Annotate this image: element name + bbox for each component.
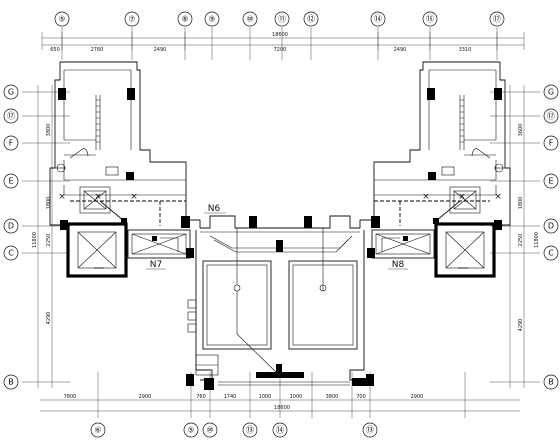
wire-mark-left-c: ×: [130, 192, 138, 202]
dim-top-6: 3310: [459, 47, 472, 53]
axis-top-5: ⑩: [246, 15, 253, 24]
dim-bottom-4: 1740: [224, 394, 237, 400]
label-n7: N7: [150, 260, 162, 270]
axis-top-3: ⑧: [181, 15, 188, 24]
wire-mark-left-b: ×: [94, 192, 102, 202]
dim-bottom-2: 2900: [139, 394, 152, 400]
axis-left-7: B: [8, 378, 14, 387]
right-equipment-room: [371, 229, 435, 259]
dim-bottom-5: 1000: [259, 394, 272, 400]
dim-top-4: 7200: [274, 47, 287, 53]
top-dimension-chain: 18600 650 2760 2490 7200 2490 3310: [41, 32, 525, 53]
wire-mark-left-a: ×: [58, 192, 66, 202]
structural-columns: [58, 88, 502, 390]
axis-bottom-2: ⑤: [187, 426, 194, 435]
axis-bottom-6: ⑬: [366, 426, 374, 435]
label-n8: N8: [392, 260, 405, 270]
dim-top-3: 2490: [154, 47, 167, 53]
label-n6: N6: [208, 204, 221, 214]
axis-right-2: ⑰: [547, 112, 555, 121]
axis-top-4: ⑨: [208, 15, 215, 24]
node-labels: N6 N7 N8: [146, 204, 408, 270]
right-wing: [359, 61, 511, 228]
left-elevator-shaft: [66, 222, 128, 278]
right-axis-bubbles: G ⑰ F E D C B 11800 3600 1800 2250 4290: [490, 84, 559, 390]
axis-left-5: D: [8, 222, 14, 231]
axis-right-4: E: [548, 177, 553, 186]
axis-top-7: ⑫: [307, 15, 315, 24]
axis-top-6: ⑪: [278, 15, 286, 24]
axis-left-3: F: [9, 139, 14, 148]
axis-top-10: ⑰: [493, 15, 501, 24]
dim-left-4: 4290: [46, 312, 52, 325]
axis-bottom-5: ⑭: [276, 426, 284, 435]
axis-right-5: D: [548, 222, 554, 231]
axis-left-1: G: [8, 88, 14, 97]
dim-bottom-7: 3800: [326, 394, 339, 400]
dim-top-2: 2760: [91, 47, 104, 53]
dim-right-2: 1800: [518, 197, 524, 210]
dim-bottom-8: 700: [356, 394, 366, 400]
dim-right-3: 2250: [518, 234, 524, 247]
dim-left-1: 3800: [46, 124, 52, 137]
axis-bottom-1: ⑥: [94, 426, 101, 435]
dim-right-4: 4290: [518, 319, 524, 332]
bottom-dimension-chain: 7800 2900 760 1740 1000 1000 3800 700 29…: [40, 372, 520, 418]
axis-right-1: G: [548, 88, 554, 97]
top-axis-bubbles: ⑤ ⑦ ⑧ ⑨ ⑩ ⑪ ⑫ ⑭ ⑮ ⑰: [54, 11, 505, 60]
axis-bottom-4: ⑬: [246, 426, 254, 435]
axis-right-3: F: [549, 139, 554, 148]
axis-right-6: C: [548, 249, 554, 258]
dim-bottom-6: 1000: [290, 394, 303, 400]
left-axis-bubbles: G ⑰ F E D C B 11800 3800 1800 2250 4290: [3, 84, 70, 390]
electrical-wiring: × × × × × ×: [58, 192, 502, 377]
dim-bottom-3: 760: [196, 394, 206, 400]
bottom-axis-bubbles: ⑥ ⑤ ⑩ ⑬ ⑭ ⑬: [90, 422, 378, 438]
dim-left-total: 11800: [32, 232, 38, 248]
axis-top-1: ⑤: [58, 15, 65, 24]
wire-mark-right-a: ×: [422, 192, 430, 202]
dim-bottom-1: 7800: [64, 394, 77, 400]
wire-mark-right-c: ×: [494, 192, 502, 202]
axis-left-6: C: [8, 249, 14, 258]
dim-top-1: 650: [50, 47, 60, 53]
dim-right-1: 3600: [518, 124, 524, 137]
right-elevator-shaft: [434, 222, 496, 278]
left-wing: [49, 61, 201, 228]
axis-top-9: ⑮: [426, 15, 434, 24]
axis-top-8: ⑭: [374, 15, 382, 24]
dim-bottom-total: 18600: [274, 405, 290, 411]
dim-bottom-9: 2900: [411, 394, 424, 400]
left-equipment-room: [127, 229, 191, 259]
dim-top-total: 18600: [272, 32, 288, 38]
axis-top-2: ⑦: [128, 15, 135, 24]
axis-left-4: E: [8, 177, 13, 186]
axis-left-2: ⑰: [7, 112, 15, 121]
dim-right-total: 11800: [534, 232, 540, 248]
wire-mark-right-b: ×: [458, 192, 466, 202]
axis-right-7: B: [548, 378, 554, 387]
dim-top-5: 2490: [394, 47, 407, 53]
axis-bottom-3: ⑩: [206, 426, 213, 435]
dim-left-2: 1800: [46, 197, 52, 210]
dim-left-3: 2250: [46, 234, 52, 247]
